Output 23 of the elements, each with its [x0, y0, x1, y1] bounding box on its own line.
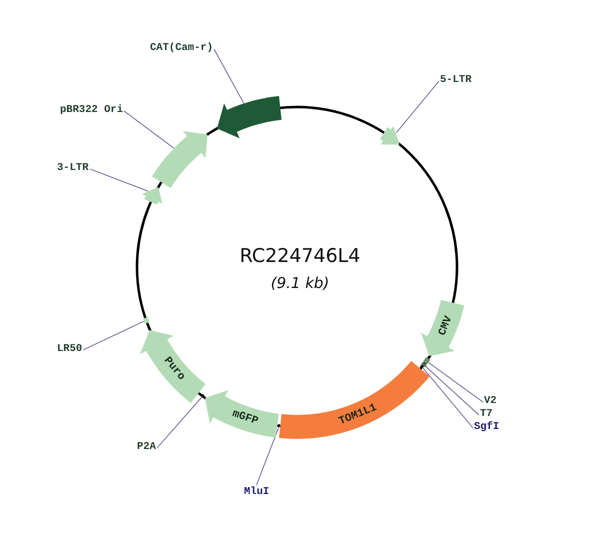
- leader-line: [214, 48, 244, 104]
- feature-label: MluI: [244, 486, 270, 498]
- leader-line: [156, 396, 202, 448]
- feature-label: CAT(Cam-r): [150, 42, 214, 54]
- feature-name: mGFP: [230, 408, 260, 428]
- leader-line: [90, 168, 149, 192]
- feature-label: 3-LTR: [57, 162, 89, 174]
- leader-line: [124, 110, 174, 149]
- plasmid-size: (9.1 kb): [270, 274, 330, 292]
- leader-line: [425, 366, 480, 416]
- feature-label: LR50: [57, 343, 82, 355]
- feature-label: T7: [480, 408, 493, 420]
- feature-label: P2A: [137, 441, 156, 453]
- leader-line: [428, 362, 484, 402]
- feature-label: pBR322 Ori: [60, 104, 124, 116]
- feature-label: 5-LTR: [440, 74, 472, 86]
- leader-line: [82, 320, 144, 350]
- leader-line: [396, 80, 440, 134]
- plasmid-name: RC224746L4: [238, 245, 362, 267]
- leader-line: [422, 368, 474, 428]
- feature-label: V2: [484, 395, 497, 407]
- feature-name: CMV: [436, 314, 456, 338]
- feature-label: SgfI: [474, 421, 500, 433]
